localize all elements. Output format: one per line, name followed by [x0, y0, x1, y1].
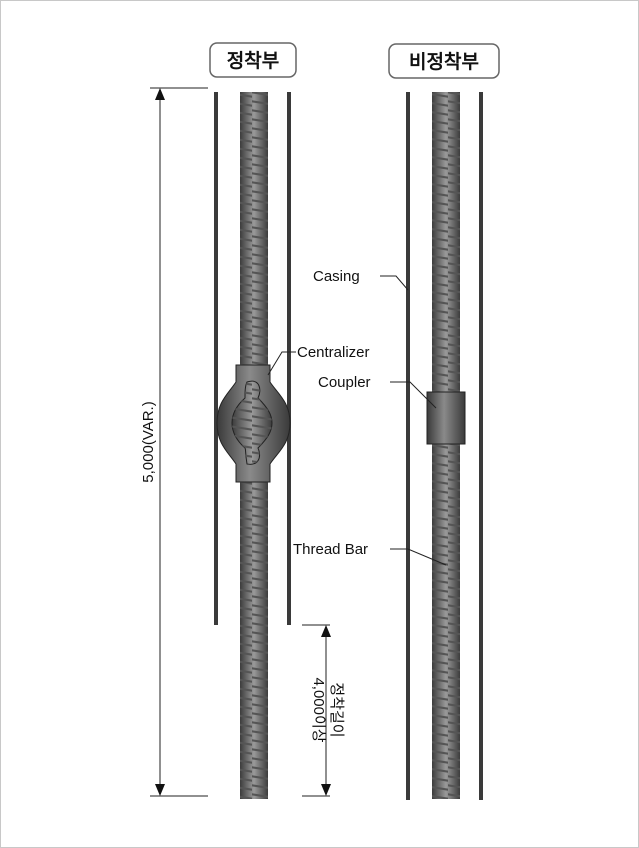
header-unanchored: 비정착부 [388, 43, 500, 79]
label-coupler: Coupler [318, 374, 371, 391]
anchor-length-title: 정착길이 [328, 682, 345, 737]
header-anchored: 정착부 [209, 42, 297, 78]
leader-centralizer [267, 351, 296, 376]
dimension-total-length: 5,000(VAR.) [140, 87, 208, 797]
casing-right-wall-a [406, 92, 410, 800]
label-centralizer: Centralizer [297, 344, 370, 361]
anchor-length-value: 4,000이상 [310, 677, 327, 742]
header-anchored-label: 정착부 [227, 50, 279, 72]
casing-left-wall-b [287, 92, 291, 625]
leader-casing [380, 275, 409, 291]
centralizer [216, 364, 291, 483]
dimension-anchor-length: 정착길이 4,000이상 [302, 624, 345, 797]
header-unanchored-label: 비정착부 [409, 51, 479, 73]
label-casing: Casing [313, 268, 360, 285]
thread-bar-right [432, 92, 460, 799]
coupler [426, 391, 466, 445]
casing-right-wall-b [479, 92, 483, 800]
label-thread-bar: Thread Bar [293, 541, 368, 558]
casing-left-wall-a [214, 92, 218, 625]
leader-coupler [390, 381, 437, 409]
total-length-text: 5,000(VAR.) [140, 401, 157, 482]
leader-thread-bar [390, 548, 447, 566]
